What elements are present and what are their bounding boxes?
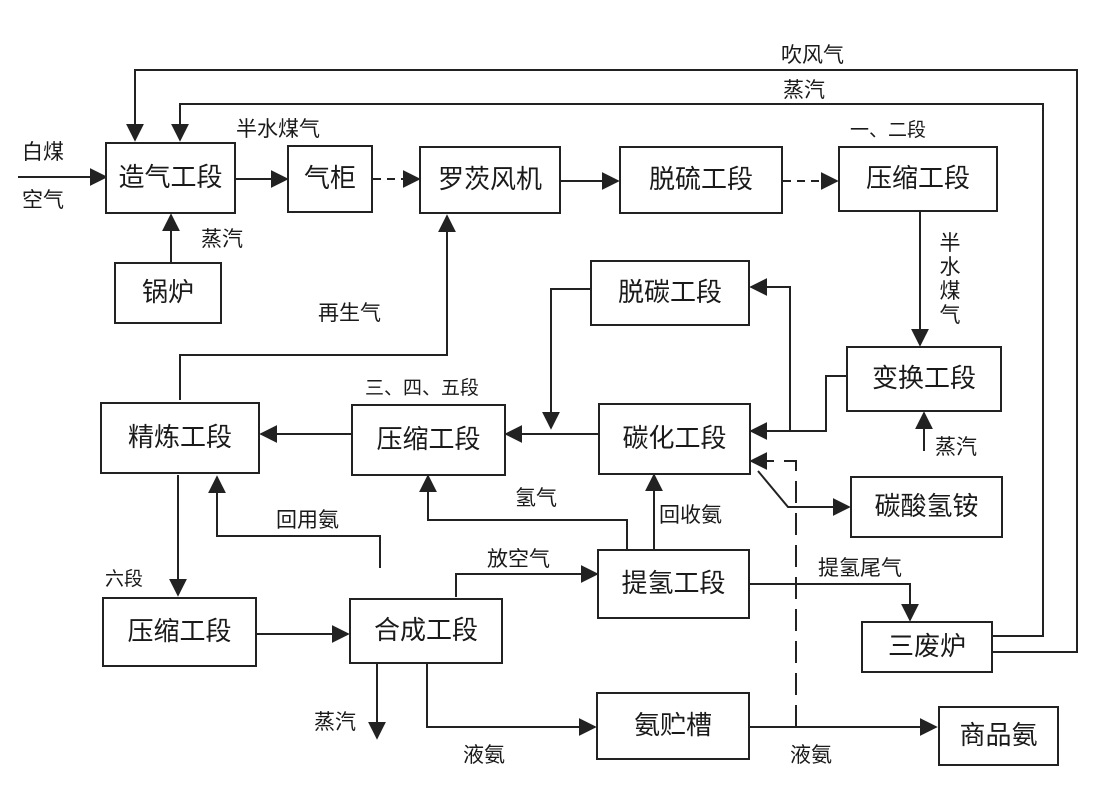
- label-zhengqi-boiler: 蒸汽: [201, 227, 243, 251]
- node-shangpin: 商品氨: [938, 706, 1059, 766]
- node-anzhucao: 氨贮槽: [596, 692, 750, 760]
- node-yasuo6: 压缩工段: [102, 597, 257, 667]
- label-yierduan: 一、二段: [850, 119, 927, 141]
- arrow-qingqi: [419, 474, 628, 550]
- label-tiqingweiqi: 提氢尾气: [818, 556, 902, 580]
- node-tiqing: 提氢工段: [597, 549, 750, 619]
- node-sanfei: 三废炉: [861, 621, 993, 673]
- arrow-zhengqi-loop: [171, 103, 1044, 637]
- label-huiyongan: 回用氨: [276, 508, 339, 532]
- node-luoci: 罗茨风机: [419, 146, 561, 214]
- label-liuduan: 六段: [105, 568, 144, 590]
- label-zhengqi-shift: 蒸汽: [935, 435, 977, 459]
- label-sansiwu: 三、四、五段: [365, 377, 480, 399]
- label-yean-left: 液氨: [463, 743, 505, 767]
- arrow-fangkongqi: [455, 565, 599, 597]
- arrow-huiyongan: [208, 475, 381, 568]
- label-banshui-vertical: 半水煤气: [939, 231, 961, 327]
- arrow-tuotan-yasuo345: [542, 288, 590, 430]
- node-bianhuan: 变换工段: [846, 346, 1002, 412]
- arrow-hecheng-anzhucao: [426, 664, 597, 736]
- node-qigui: 气柜: [287, 145, 373, 213]
- arrow-tanhua-tuotan: [749, 278, 791, 431]
- node-tuotan: 脱碳工段: [590, 260, 750, 326]
- label-zhengqi-top: 蒸汽: [783, 78, 825, 102]
- label-banshui-top: 半水煤气: [236, 117, 320, 141]
- node-tuoliu: 脱硫工段: [619, 146, 783, 214]
- node-yasuo12: 压缩工段: [838, 146, 998, 212]
- node-yasuo345: 压缩工段: [351, 404, 506, 476]
- label-zhengqi-syn: 蒸汽: [314, 710, 356, 734]
- arrow-ammonia-return: [749, 452, 797, 727]
- label-fangkongqi: 放空气: [487, 547, 550, 571]
- node-zaoqi: 造气工段: [105, 142, 236, 214]
- node-jinglian: 精炼工段: [100, 402, 260, 474]
- node-hecheng: 合成工段: [349, 598, 503, 664]
- label-qingqi: 氢气: [515, 486, 557, 510]
- node-guolu: 锅炉: [114, 262, 222, 324]
- node-tanhua: 碳化工段: [598, 403, 751, 475]
- arrow-tanhua-tansuan: [757, 470, 851, 516]
- node-tansuan: 碳酸氢铵: [850, 476, 1003, 538]
- arrow-chuifengqi: [126, 69, 1078, 653]
- label-zaishengqi: 再生气: [318, 301, 381, 325]
- arrow-tiqingweiqi: [750, 583, 919, 622]
- label-huishouan: 回收氨: [659, 503, 722, 527]
- arrow-zaishengqi: [179, 214, 456, 400]
- arrow-bianhuan-tanhua: [749, 375, 846, 440]
- label-yean-right: 液氨: [790, 743, 832, 767]
- label-kongqi: 空气: [22, 188, 64, 212]
- label-chuifengqi: 吹风气: [781, 43, 844, 67]
- label-baimei: 白煤: [22, 140, 64, 164]
